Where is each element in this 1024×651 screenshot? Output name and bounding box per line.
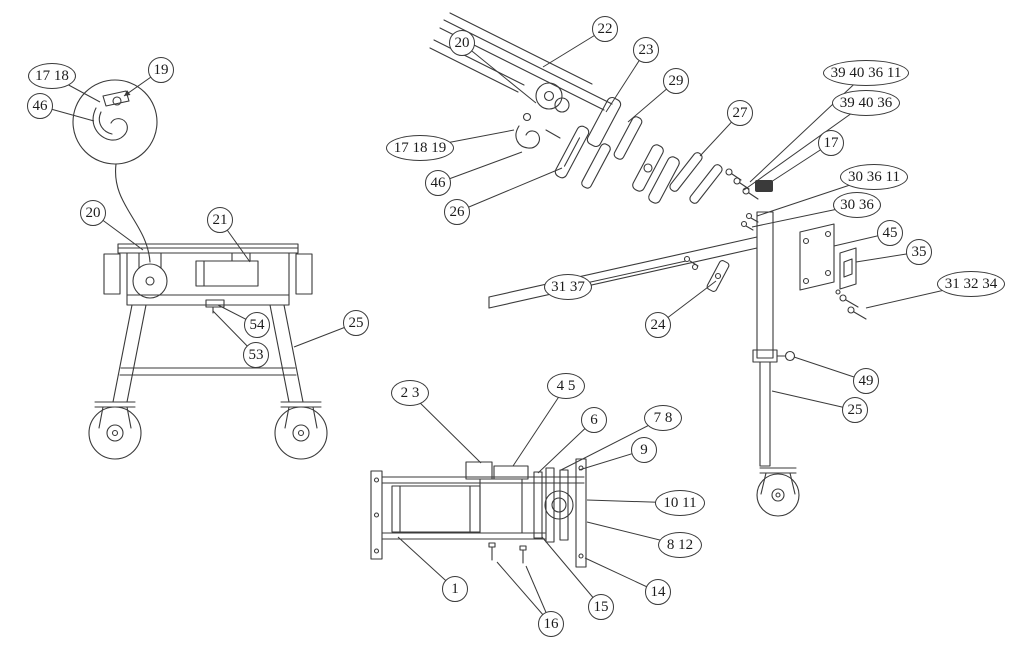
drive-assembly-side-view xyxy=(370,458,587,568)
callout-39-40-36-11: 39 40 36 11 xyxy=(823,60,909,86)
conveyor-stand-exploded-view xyxy=(429,12,867,517)
leader-line xyxy=(771,390,856,411)
cart-front-view xyxy=(88,243,328,460)
callout-31-37: 31 37 xyxy=(544,274,592,300)
callout-39-40-36: 39 40 36 xyxy=(832,90,900,116)
callout-27: 27 xyxy=(727,100,753,126)
end-plate xyxy=(575,458,587,568)
post-caster xyxy=(756,467,800,517)
callout-45: 45 xyxy=(877,220,903,246)
leader-line xyxy=(743,102,867,191)
screws xyxy=(835,289,867,320)
flange-3 xyxy=(559,469,569,541)
callout-24: 24 xyxy=(645,312,671,338)
callout-19: 19 xyxy=(148,57,174,83)
callout-17-18: 17 18 xyxy=(28,63,76,89)
callout-15: 15 xyxy=(588,594,614,620)
callout-7-8: 7 8 xyxy=(644,405,682,431)
callout-16: 16 xyxy=(538,611,564,637)
post-cap xyxy=(755,180,773,192)
callout-14: 14 xyxy=(645,579,671,605)
idler-pulley xyxy=(535,82,570,113)
vertical-post xyxy=(752,211,796,467)
callout-20: 20 xyxy=(449,30,475,56)
detail-reference-curve xyxy=(115,163,151,263)
cart-left-end-plate xyxy=(103,253,121,295)
cart-bracket xyxy=(205,299,225,308)
leader-line xyxy=(409,392,482,464)
leader-line xyxy=(560,417,664,471)
cart-right-end-plate xyxy=(295,253,313,295)
callout-53: 53 xyxy=(243,342,269,368)
callout-17-18-19: 17 18 19 xyxy=(386,135,454,161)
flange-1 xyxy=(533,471,543,539)
callout-29: 29 xyxy=(663,68,689,94)
hook-pin xyxy=(112,96,122,106)
leader-line xyxy=(541,536,602,608)
callout-25: 25 xyxy=(842,397,868,423)
callout-46: 46 xyxy=(425,170,451,196)
callout-35: 35 xyxy=(906,239,932,265)
slotted-plates xyxy=(554,125,611,189)
cart-left-caster xyxy=(88,401,142,460)
drive-hub xyxy=(544,490,574,520)
mount-plates xyxy=(586,96,680,204)
bolt-cluster xyxy=(725,168,759,200)
callout-10-11: 10 11 xyxy=(655,490,705,516)
leader-line xyxy=(456,167,563,213)
callout-9: 9 xyxy=(631,437,657,463)
support-beam xyxy=(488,236,758,309)
cart-body xyxy=(126,252,290,306)
terminal-box xyxy=(465,461,493,480)
hook-outline xyxy=(92,107,128,141)
beam-bracket xyxy=(706,260,730,292)
callout-21: 21 xyxy=(207,207,233,233)
leader-line xyxy=(512,385,567,467)
hook-assembly xyxy=(515,112,561,149)
callout-25: 25 xyxy=(343,310,369,336)
callout-2-3: 2 3 xyxy=(391,380,429,406)
callout-26: 26 xyxy=(444,199,470,225)
callout-17: 17 xyxy=(818,130,844,156)
callout-4-5: 4 5 xyxy=(547,373,585,399)
leader-line xyxy=(437,151,523,184)
flange-2 xyxy=(545,467,555,543)
callout-22: 22 xyxy=(592,16,618,42)
callout-30-36-11: 30 36 11 xyxy=(840,164,908,190)
callout-49: 49 xyxy=(853,368,879,394)
mounting-bolts xyxy=(488,542,527,564)
hook-bracket xyxy=(102,90,130,107)
cart-pulley xyxy=(132,263,168,299)
callout-31-32-34: 31 32 34 xyxy=(937,271,1005,297)
cart-motor xyxy=(195,260,259,287)
leader-line xyxy=(461,42,537,104)
callout-8-12: 8 12 xyxy=(658,532,702,558)
callout-6: 6 xyxy=(581,407,607,433)
support-brackets xyxy=(669,152,723,204)
spacer-block xyxy=(839,247,857,290)
cart-right-caster xyxy=(274,401,328,460)
callout-20: 20 xyxy=(80,200,106,226)
hook-detail-view xyxy=(72,79,158,263)
callout-1: 1 xyxy=(442,576,468,602)
cart-right-leg xyxy=(283,304,304,403)
top-cover xyxy=(493,465,529,480)
left-plate xyxy=(370,470,383,560)
callout-23: 23 xyxy=(633,37,659,63)
callout-30-36: 30 36 xyxy=(833,192,881,218)
callout-54: 54 xyxy=(244,312,270,338)
hook-inner-line xyxy=(98,111,113,135)
cart-left-leg xyxy=(112,304,133,403)
callout-46: 46 xyxy=(27,93,53,119)
mounting-plate xyxy=(799,223,835,291)
